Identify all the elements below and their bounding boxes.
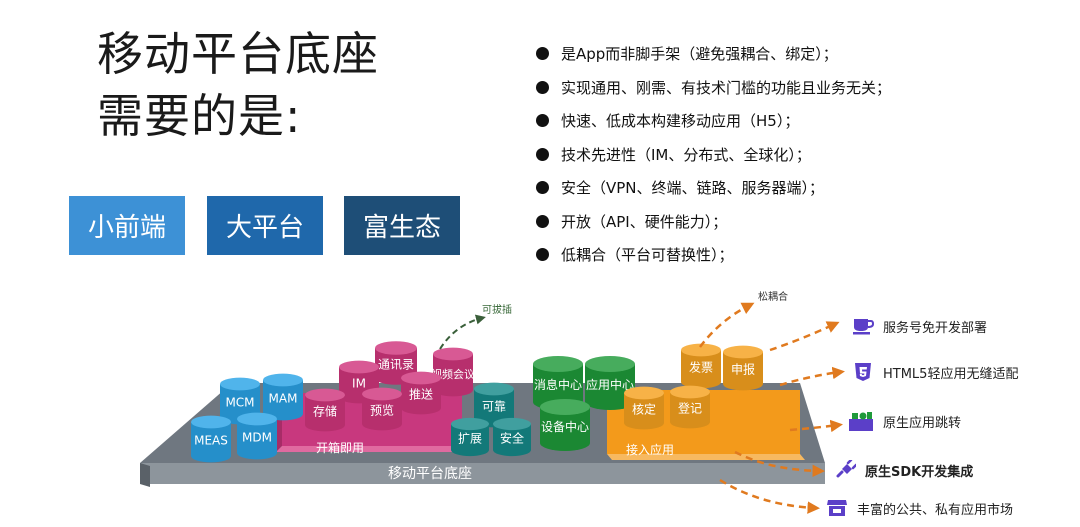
cylinder-label: 应用中心 xyxy=(586,377,634,392)
list-item: 实现通用、刚需、有技术门槛的功能且业务无关； xyxy=(536,78,891,112)
list-item: 低耦合（平台可替换性）； xyxy=(536,245,891,279)
cylinder-meas: MEAS xyxy=(191,415,231,463)
bullet-icon xyxy=(536,214,549,228)
cylinder-label: 推送 xyxy=(409,387,433,402)
cylinder-video-meeting: 视频会议 xyxy=(431,347,475,397)
cylinder-mdm: MDM xyxy=(237,412,277,460)
plug-icon xyxy=(836,460,856,478)
tag-big-platform: 大平台 xyxy=(207,196,323,255)
cylinder-label: 存储 xyxy=(313,404,337,419)
cylinder-label: 消息中心 xyxy=(534,377,582,392)
cylinder-push: 推送 xyxy=(401,371,441,415)
cylinder-storage: 存储 xyxy=(305,388,345,432)
list-item: 技术先进性（IM、分布式、全球化）； xyxy=(536,145,891,179)
annotation-loose-coupling: 松耦合 xyxy=(758,290,788,303)
cylinder-verify: 核定 xyxy=(624,386,664,430)
cylinder-label: 申报 xyxy=(731,362,755,377)
cylinder-label: IM xyxy=(352,377,366,391)
base-front xyxy=(140,463,825,484)
pink-module-label: 开箱即用 xyxy=(316,440,364,455)
bullet-icon xyxy=(536,80,549,94)
store-icon xyxy=(827,500,847,516)
arrow-output-1 xyxy=(769,321,840,352)
output-item: 原生应用跳转 xyxy=(848,410,961,432)
tag-small-frontend: 小前端 xyxy=(69,196,185,255)
cylinder-label: MDM xyxy=(242,431,272,445)
bullet-icon xyxy=(536,181,549,194)
arrow-output-2 xyxy=(779,366,845,387)
module-cylinders: MCM MAM MEAS MDM 通讯录视频会议 IM 推送存储 预览 可靠扩展 安全 消息中心应用… xyxy=(191,341,763,463)
arrow-output-3 xyxy=(789,419,843,433)
tag-rich-ecosystem: 富生态 xyxy=(344,196,460,255)
annotation-pluggable: 可拔插 xyxy=(482,303,512,316)
cylinder-label: 通讯录 xyxy=(378,358,414,372)
cylinder-label: 登记 xyxy=(678,401,702,416)
output-label: 服务号免开发部署 xyxy=(883,320,988,336)
cylinder-label: 设备中心 xyxy=(541,419,589,434)
bullet-icon xyxy=(536,248,549,261)
cylinder-extend: 扩展 xyxy=(451,417,489,457)
arrow-output-5 xyxy=(719,478,820,514)
cylinder-label: 安全 xyxy=(500,430,524,445)
cylinder-device-center: 设备中心 xyxy=(540,399,590,451)
cylinder-reliable: 可靠 xyxy=(474,382,514,428)
cylinder-mam: MAM xyxy=(263,373,303,421)
cylinder-label: 发票 xyxy=(689,360,713,375)
output-item: 服务号免开发部署 xyxy=(852,316,987,336)
output-label: HTML5轻应用无缝适配 xyxy=(883,366,1019,382)
arrow-pluggable xyxy=(439,314,486,350)
bullet-icon xyxy=(536,47,549,60)
page-title-line2: 需要的是: xyxy=(97,89,302,143)
cylinder-label: MAM xyxy=(269,392,298,406)
cylinder-label: 预览 xyxy=(370,403,394,418)
list-item: 是App而非脚手架（避免强耦合、绑定）； xyxy=(536,44,891,78)
cylinder-label: MEAS xyxy=(194,434,228,448)
base-label: 移动平台底座 xyxy=(388,466,472,482)
output-item: 丰富的公共、私有应用市场 xyxy=(826,498,1013,518)
bullet-icon xyxy=(536,147,549,161)
cylinder-security: 安全 xyxy=(493,417,531,457)
app-store-icon xyxy=(849,412,873,431)
page-title-line1: 移动平台底座 xyxy=(97,27,379,81)
output-item: HTML5轻应用无缝适配 xyxy=(852,362,1018,382)
cylinder-register: 登记 xyxy=(670,385,710,429)
cylinder-label: 可靠 xyxy=(482,400,506,414)
list-item: 安全（VPN、终端、链路、服务器端）； xyxy=(536,178,891,212)
cup-icon xyxy=(853,319,874,335)
output-label: 原生SDK开发集成 xyxy=(865,464,974,480)
requirements-list: 是App而非脚手架（避免强耦合、绑定）； 实现通用、刚需、有技术门槛的功能且业务… xyxy=(536,44,891,279)
list-item: 开放（API、硬件能力）； xyxy=(536,212,891,246)
cylinder-preview: 预览 xyxy=(362,387,402,431)
cylinder-invoice: 发票 xyxy=(681,343,721,389)
cylinder-label: 视频会议 xyxy=(431,367,475,381)
cylinder-declare: 申报 xyxy=(723,345,763,391)
output-label: 原生应用跳转 xyxy=(883,415,962,431)
cylinder-label: 核定 xyxy=(632,402,656,417)
bullet-icon xyxy=(536,114,549,127)
cylinder-label: 扩展 xyxy=(458,431,482,445)
html5-icon xyxy=(855,363,871,381)
cylinder-contacts: 通讯录 xyxy=(375,341,417,385)
arrow-output-4 xyxy=(734,450,825,478)
output-item: 原生SDK开发集成 xyxy=(834,460,973,480)
integration-arrows: 松耦合 可拔插 xyxy=(439,290,845,514)
list-item: 快速、低成本构建移动应用（H5）； xyxy=(536,111,891,145)
cylinder-app-center: 应用中心 xyxy=(585,356,635,410)
cylinder-label: MCM xyxy=(225,396,254,410)
output-label: 丰富的公共、私有应用市场 xyxy=(857,502,1014,518)
orange-module-label: 接入应用 xyxy=(626,442,674,457)
arrow-loose-coupling xyxy=(698,302,755,348)
cylinder-message-center: 消息中心 xyxy=(533,356,583,410)
